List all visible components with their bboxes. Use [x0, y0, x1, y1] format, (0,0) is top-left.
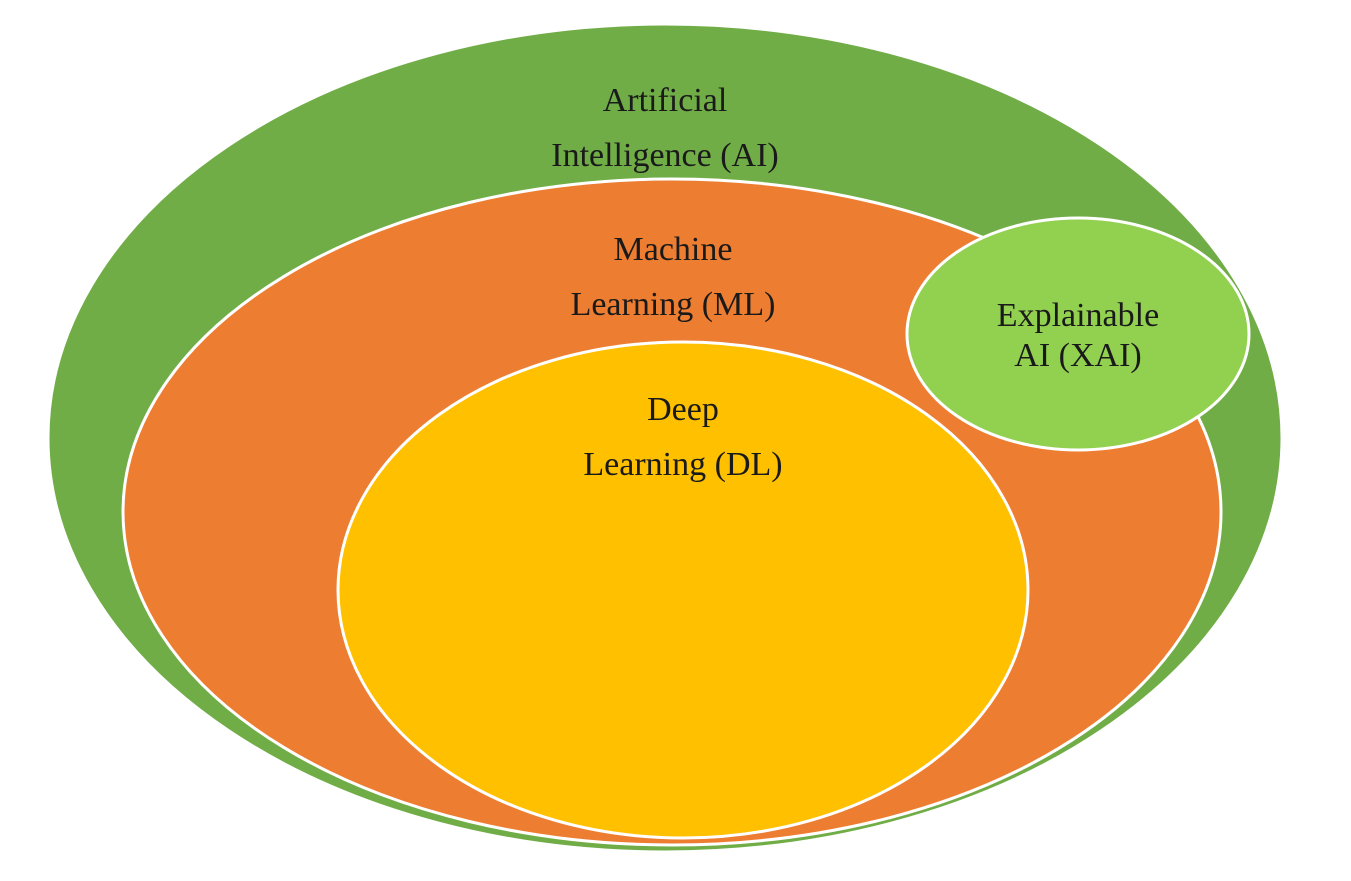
dl-ellipse: [336, 340, 1030, 840]
ml-label-line2: Learning (ML): [571, 286, 776, 323]
dl-label-line1: Deep: [647, 391, 719, 428]
xai-ellipse: [905, 216, 1251, 452]
ai-label-line2: Intelligence (AI): [551, 137, 779, 174]
xai-label-line2: AI (XAI): [1014, 337, 1141, 374]
ai-label-line1: Artificial: [603, 82, 728, 119]
ml-label-line1: Machine: [614, 231, 733, 268]
xai-region: Explainable AI (XAI): [905, 216, 1251, 452]
xai-label-line1: Explainable: [997, 297, 1159, 334]
dl-region: Deep Learning (DL): [336, 340, 1030, 840]
dl-label-line2: Learning (DL): [583, 446, 782, 483]
